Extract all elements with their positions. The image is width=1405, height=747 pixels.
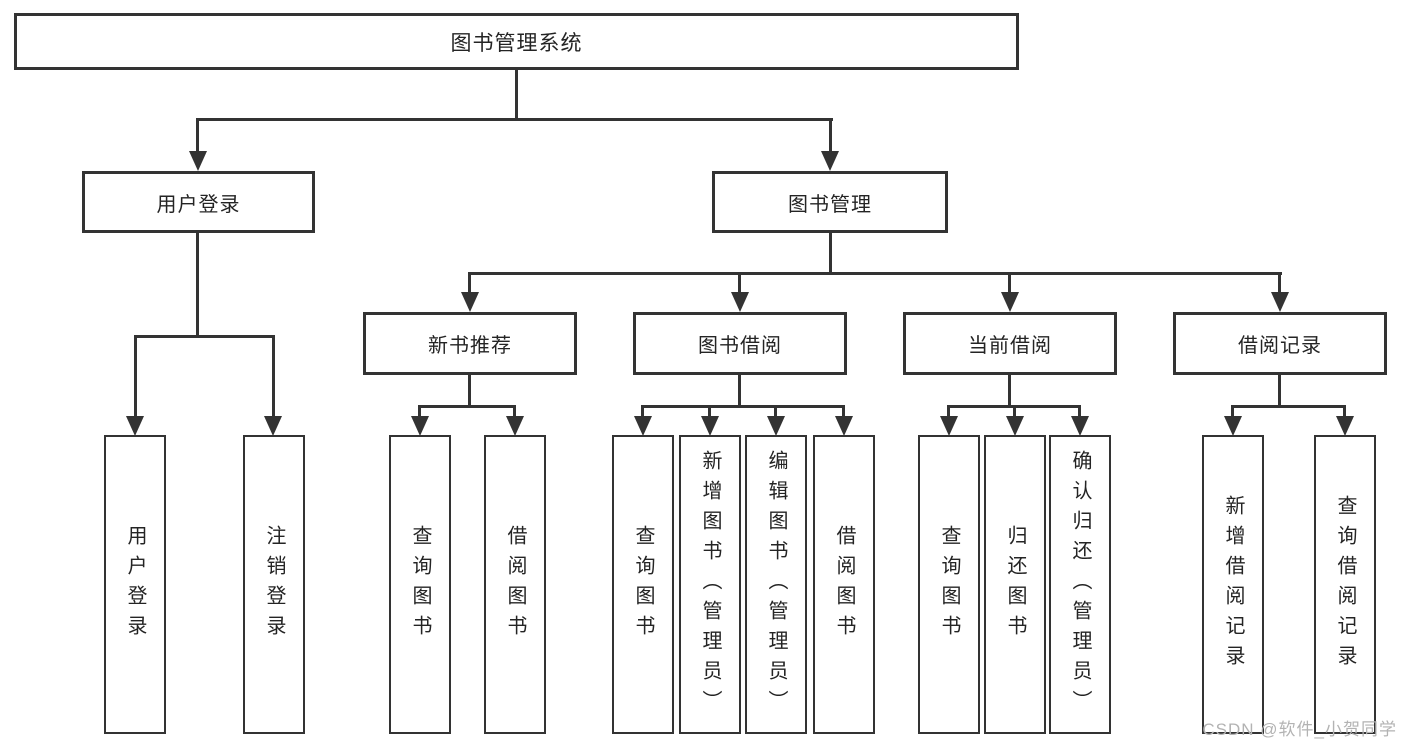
leaf-borrow-books-recommend: 借阅图书 — [484, 435, 546, 734]
arrowhead-down-icon — [264, 416, 282, 436]
connector-line — [738, 375, 741, 405]
node-book-management-branch: 图书管理 — [712, 171, 948, 233]
connector-line — [1343, 405, 1346, 419]
leaf-query-borrow-record: 查询借阅记录 — [1314, 435, 1376, 734]
connector-line — [708, 405, 711, 419]
connector-line — [1013, 405, 1016, 419]
connector-line — [738, 272, 741, 295]
connector-line — [641, 405, 644, 419]
arrowhead-down-icon — [411, 416, 429, 436]
arrowhead-down-icon — [701, 416, 719, 436]
arrowhead-down-icon — [1271, 292, 1289, 312]
connector-line — [1008, 375, 1011, 405]
arrowhead-down-icon — [1224, 416, 1242, 436]
arrowhead-down-icon — [506, 416, 524, 436]
node-label: 新增图书（管理员） — [699, 449, 721, 720]
leaf-user-login: 用户登录 — [104, 435, 166, 734]
connector-line — [829, 233, 832, 272]
connector-line — [515, 70, 518, 118]
node-label: 编辑图书（管理员） — [765, 449, 787, 720]
node-new-book-recommend: 新书推荐 — [363, 312, 577, 375]
arrowhead-down-icon — [731, 292, 749, 312]
connector-line — [196, 118, 833, 121]
node-label: 当前借阅 — [968, 335, 1052, 357]
node-label: 查询图书 — [938, 524, 960, 645]
node-root-system: 图书管理系统 — [14, 13, 1019, 70]
arrowhead-down-icon — [1006, 416, 1024, 436]
node-label: 注销登录 — [263, 524, 285, 645]
connector-line — [1231, 405, 1234, 419]
connector-line — [1232, 405, 1346, 408]
node-label: 借阅图书 — [504, 524, 526, 645]
arrowhead-down-icon — [940, 416, 958, 436]
connector-line — [642, 405, 845, 408]
connector-line — [1278, 375, 1281, 405]
node-label: 查询图书 — [632, 524, 654, 645]
node-book-borrowing: 图书借阅 — [633, 312, 847, 375]
connector-line — [774, 405, 777, 419]
connector-line — [1278, 272, 1281, 295]
leaf-edit-books-admin: 编辑图书（管理员） — [745, 435, 807, 734]
connector-line — [468, 272, 471, 295]
leaf-query-books-recommend: 查询图书 — [389, 435, 451, 734]
leaf-confirm-return-admin: 确认归还（管理员） — [1049, 435, 1111, 734]
node-label: 用户登录 — [124, 524, 146, 645]
connector-line — [134, 335, 137, 419]
arrowhead-down-icon — [835, 416, 853, 436]
leaf-add-borrow-record: 新增借阅记录 — [1202, 435, 1264, 734]
arrowhead-down-icon — [1001, 292, 1019, 312]
leaf-add-books-admin: 新增图书（管理员） — [679, 435, 741, 734]
connector-line — [418, 405, 421, 419]
node-label: 查询借阅记录 — [1334, 494, 1356, 675]
node-borrowing-records: 借阅记录 — [1173, 312, 1387, 375]
connector-line — [134, 335, 275, 338]
leaf-query-books-borrow: 查询图书 — [612, 435, 674, 734]
arrowhead-down-icon — [634, 416, 652, 436]
node-user-login-branch: 用户登录 — [82, 171, 315, 233]
arrowhead-down-icon — [461, 292, 479, 312]
connector-line — [513, 405, 516, 419]
connector-line — [829, 118, 832, 154]
node-label: 查询图书 — [409, 524, 431, 645]
arrowhead-down-icon — [821, 151, 839, 171]
node-label: 图书管理系统 — [450, 31, 583, 55]
node-label: 借阅图书 — [833, 524, 855, 645]
arrowhead-down-icon — [1071, 416, 1089, 436]
connector-line — [196, 118, 199, 154]
leaf-borrow-books: 借阅图书 — [813, 435, 875, 734]
node-label: 图书管理 — [788, 193, 872, 216]
connector-line — [842, 405, 845, 419]
arrowhead-down-icon — [126, 416, 144, 436]
connector-line — [1078, 405, 1081, 419]
connector-line — [468, 375, 471, 405]
connector-line — [419, 405, 516, 408]
node-label: 确认归还（管理员） — [1069, 449, 1091, 720]
arrowhead-down-icon — [767, 416, 785, 436]
node-label: 新增借阅记录 — [1222, 494, 1244, 675]
leaf-query-books-current: 查询图书 — [918, 435, 980, 734]
connector-line — [272, 335, 275, 419]
arrowhead-down-icon — [1336, 416, 1354, 436]
node-label: 用户登录 — [156, 193, 241, 216]
node-label: 新书推荐 — [428, 335, 512, 357]
node-label: 图书借阅 — [698, 335, 782, 357]
arrowhead-down-icon — [189, 151, 207, 171]
node-label: 借阅记录 — [1238, 335, 1322, 357]
leaf-return-books: 归还图书 — [984, 435, 1046, 734]
csdn-watermark: CSDN @软件_小贺同学 — [1202, 720, 1397, 739]
node-current-borrowing: 当前借阅 — [903, 312, 1117, 375]
leaf-logout: 注销登录 — [243, 435, 305, 734]
node-label: 归还图书 — [1004, 524, 1026, 645]
connector-line — [196, 233, 199, 335]
connector-line — [469, 272, 1282, 275]
connector-line — [1008, 272, 1011, 295]
connector-line — [947, 405, 950, 419]
